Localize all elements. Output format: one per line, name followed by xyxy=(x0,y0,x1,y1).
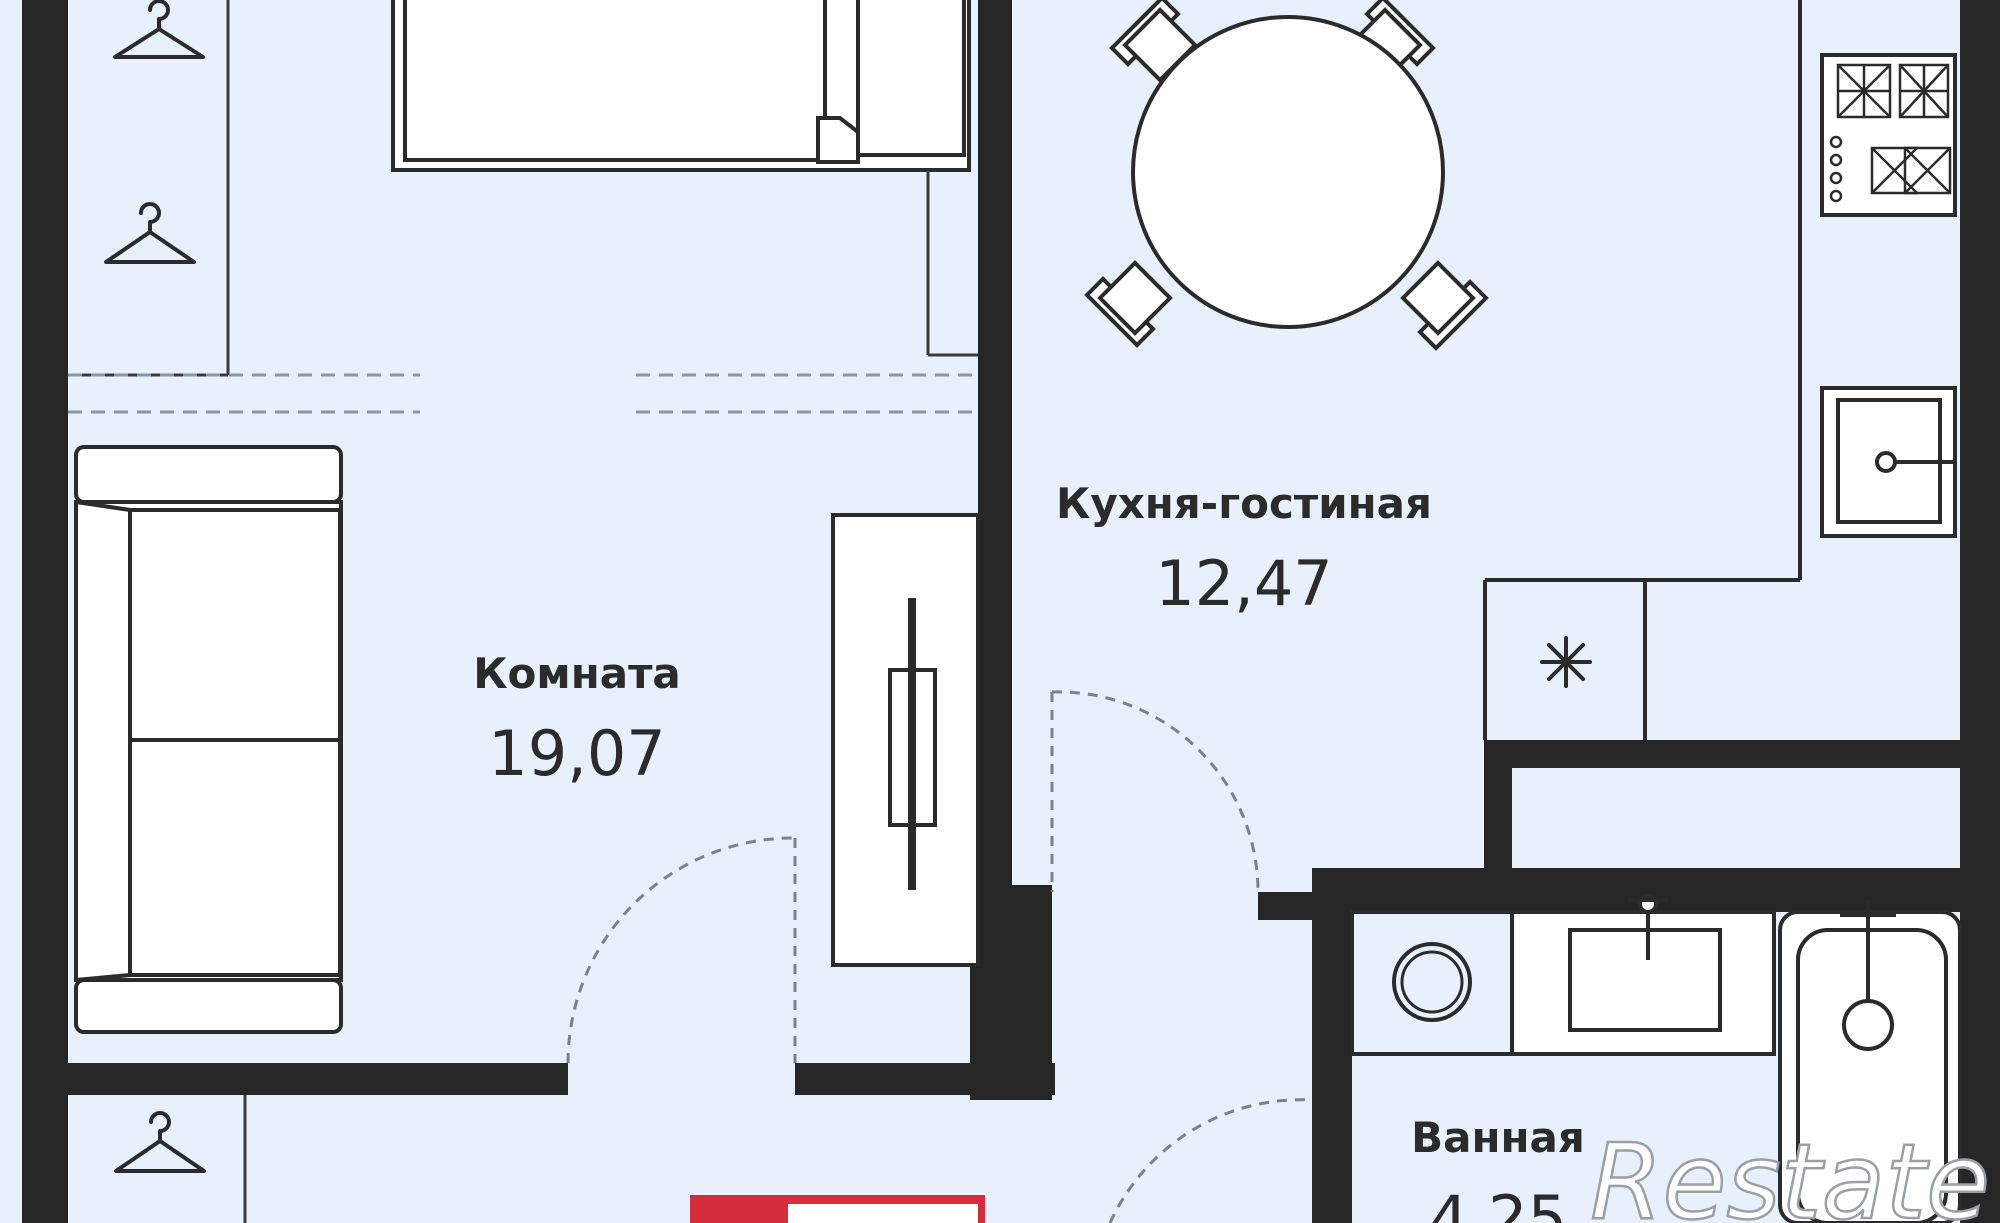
kitchen-name-label: Кухня-гостиная xyxy=(1056,479,1432,528)
bathroom-left-stub xyxy=(1258,892,1318,920)
kitchen-area-label: 12,47 xyxy=(1155,547,1333,620)
stove-icon xyxy=(1820,53,1957,217)
bathroom-area-label: 4,25 xyxy=(1429,1182,1567,1223)
bathroom-left-wall xyxy=(1312,868,1352,1223)
niche-left-wall xyxy=(1484,740,1512,885)
hanger-icon-2 xyxy=(104,202,196,264)
watermark-logo: Restate xyxy=(1590,1121,1990,1223)
kitchen-right-wall xyxy=(1960,0,2000,1223)
bathtub-icon xyxy=(1778,900,1962,1223)
partition-room-kitchen xyxy=(978,0,1012,900)
bathroom-top-wall xyxy=(1312,868,1964,912)
dining-table-icon xyxy=(1084,0,1489,351)
hanger-icon-3 xyxy=(114,1111,206,1173)
bathroom-sink-icon xyxy=(1510,894,1776,1056)
room-bottom-wall-left xyxy=(68,1063,568,1095)
chair-bottom-left xyxy=(1084,260,1173,348)
chair-bottom-right xyxy=(1400,260,1489,351)
bathroom-door xyxy=(1108,1098,1313,1223)
outer-left-wall xyxy=(22,0,68,1223)
niche-top-wall xyxy=(1484,740,1964,768)
kitchen-counter xyxy=(1483,0,1802,740)
entrance-marker xyxy=(690,1195,985,1223)
tv-unit xyxy=(831,513,980,967)
table-top xyxy=(1131,15,1445,329)
room-door xyxy=(566,836,797,1064)
hanger-icon-1 xyxy=(113,0,205,59)
bed-icon xyxy=(391,0,971,172)
dashed-lines xyxy=(68,373,978,414)
walls xyxy=(22,0,2000,1223)
kitchen-sink-icon xyxy=(1820,386,1957,538)
room-bottom-wall-right xyxy=(795,1063,1055,1095)
bathroom-name-label: Ванная xyxy=(1411,1113,1585,1162)
room-area-label: 19,07 xyxy=(488,717,666,790)
fridge-icon xyxy=(1540,636,1592,688)
room-name-label: Комната xyxy=(473,649,681,698)
nightstand xyxy=(926,170,978,357)
kitchen-door xyxy=(1050,690,1260,893)
sofa-icon xyxy=(74,445,343,1034)
